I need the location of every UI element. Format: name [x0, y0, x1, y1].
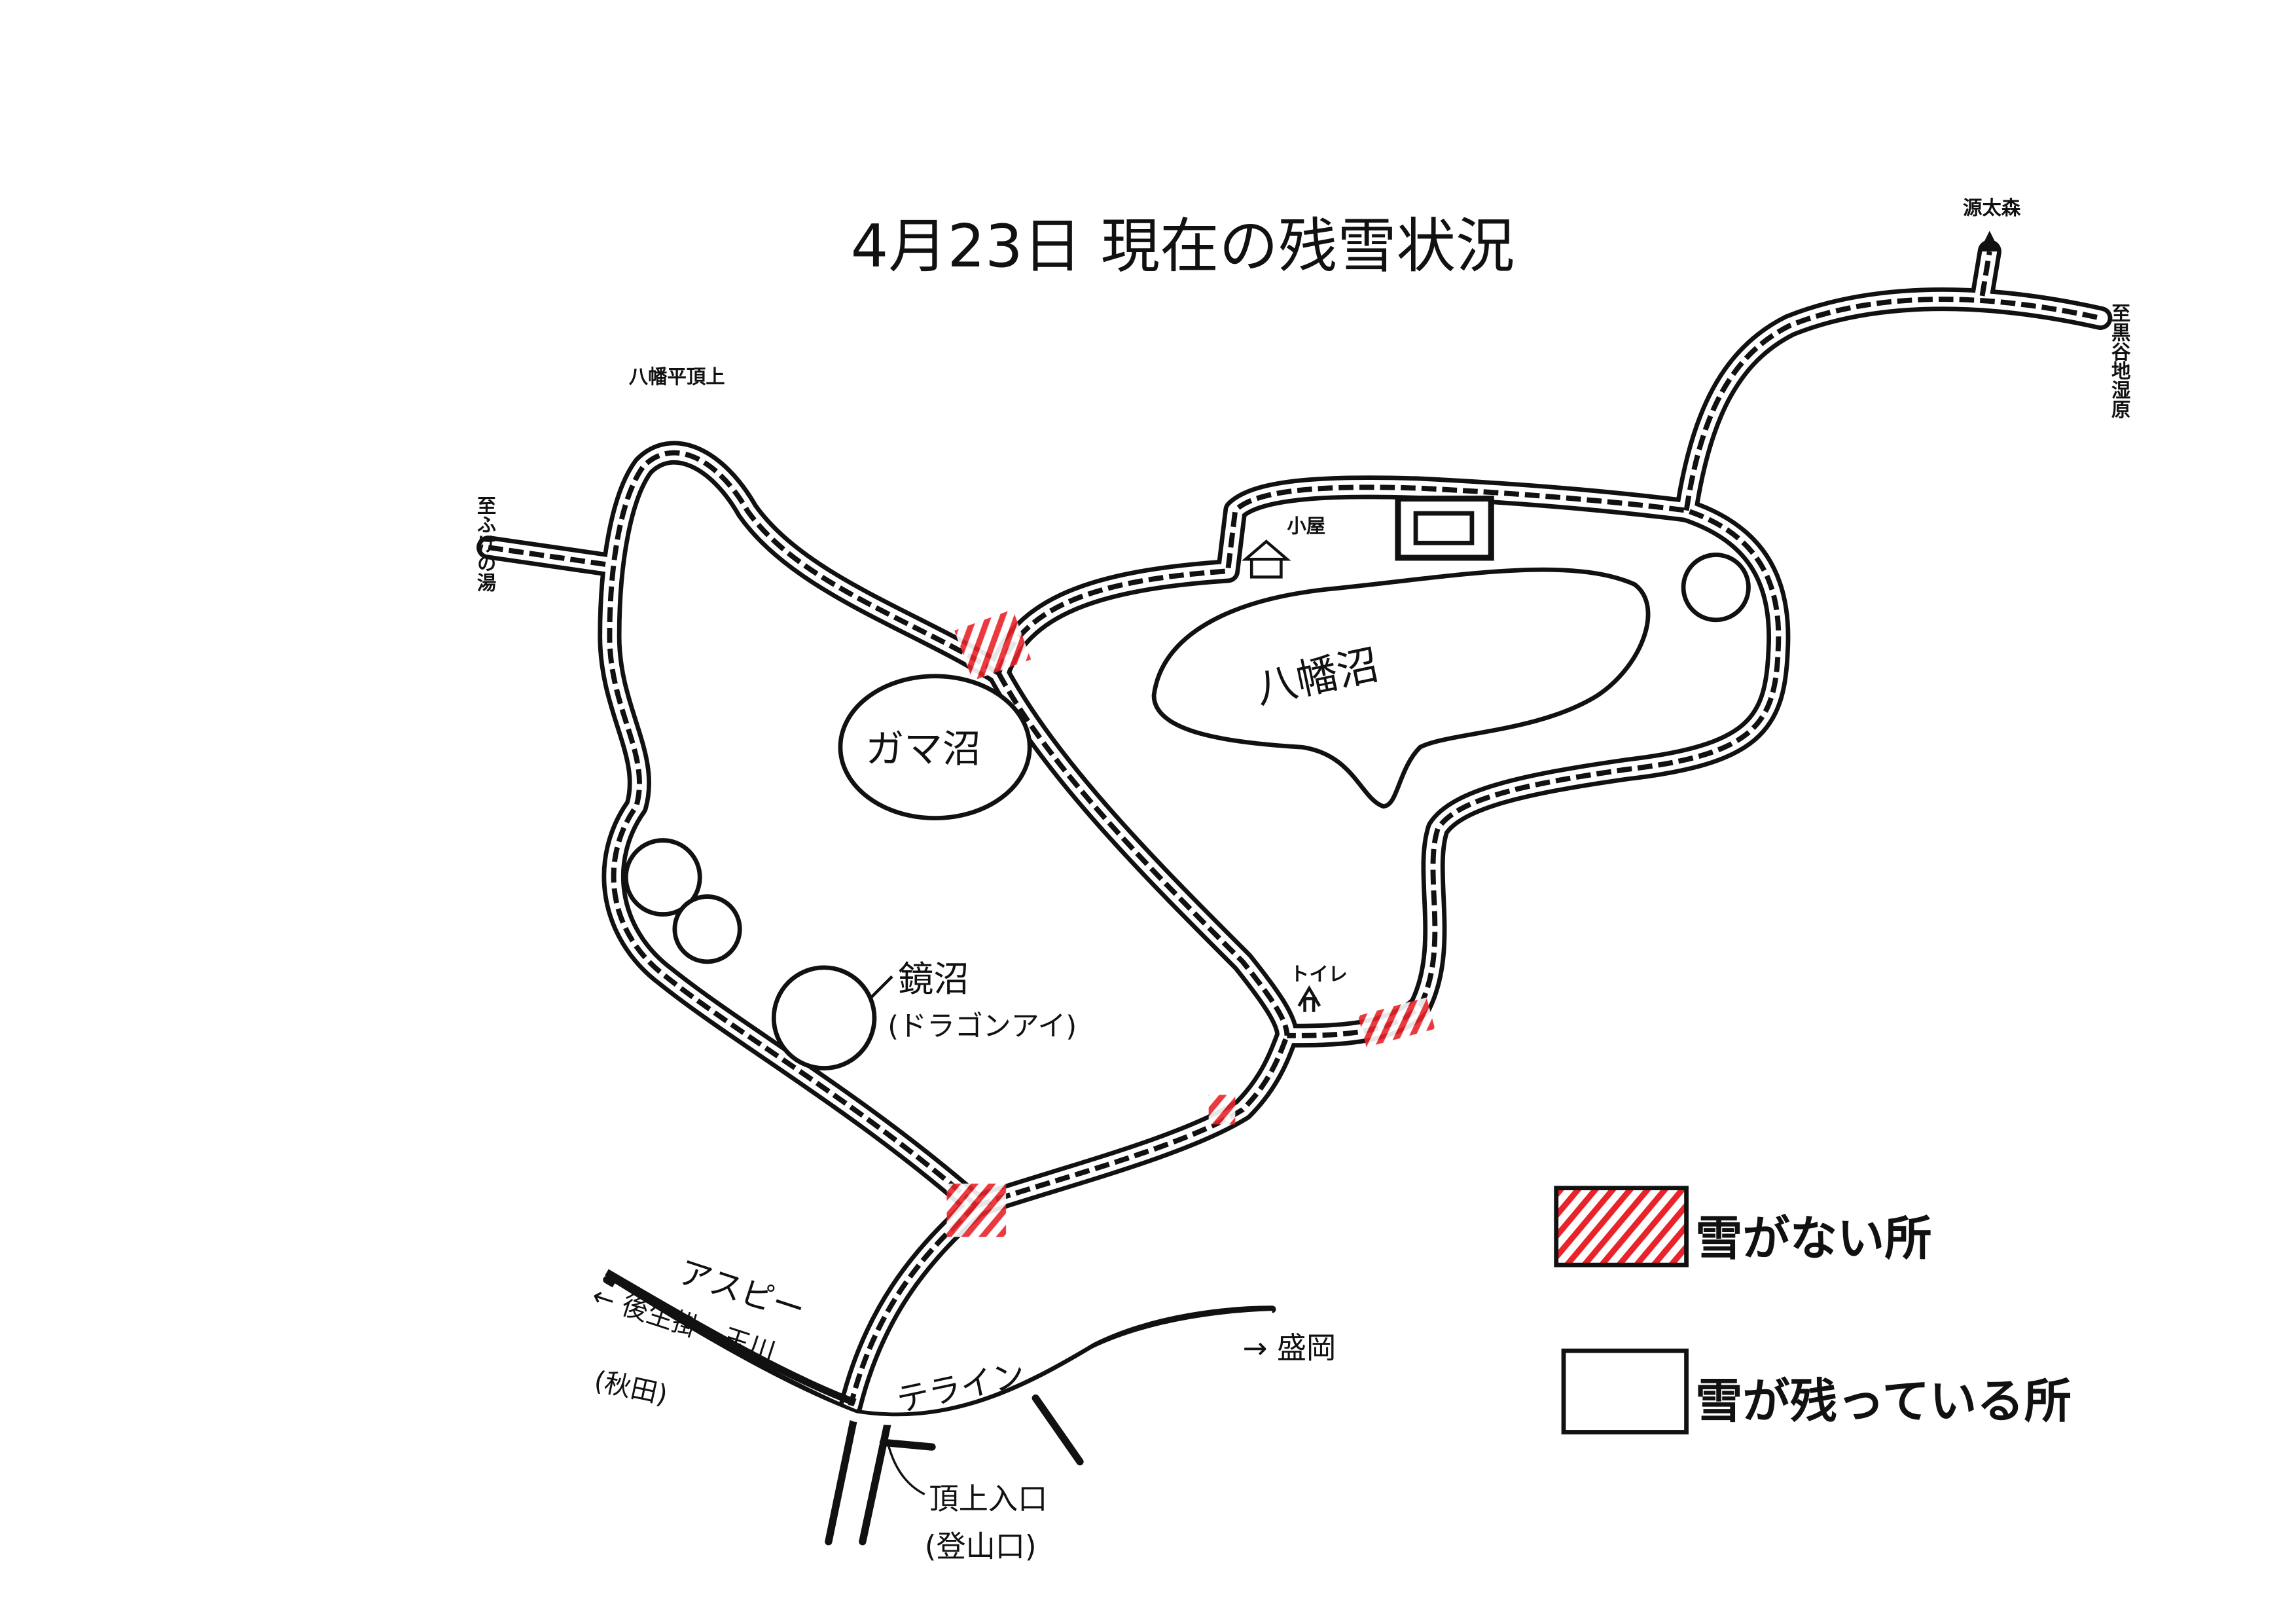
legend: 雪がない所 雪が残っている所 — [1554, 1186, 2072, 1434]
legend-swatch-snow-free — [1554, 1186, 1689, 1267]
label-dragon-eye: (ドラゴンアイ) — [888, 1010, 1077, 1043]
label-summit: 八幡平頂上 — [629, 365, 725, 388]
toilet-icon — [1297, 985, 1321, 1012]
legend-label-snow-free: 雪がない所 — [1695, 1211, 1931, 1266]
small-pond — [1681, 553, 1751, 623]
label-fukenoyu: 至ふけの湯 — [475, 496, 497, 592]
label-toilet: トイレ — [1290, 963, 1348, 985]
arrow-up-icon — [1979, 230, 2000, 252]
ponds — [623, 553, 1751, 1070]
map-title: 4月23日 現在の残雪状況 — [851, 212, 1515, 281]
trail-north — [1687, 299, 2101, 511]
hachimantai-pond — [1151, 567, 1651, 809]
snow-free-patch — [1208, 1095, 1236, 1125]
label-tozanguchi: (登山口) — [925, 1529, 1037, 1563]
leader-line — [869, 975, 893, 1000]
road-inner — [610, 1283, 1273, 1425]
snow-free-patch — [954, 609, 1031, 681]
leader-line — [886, 1442, 925, 1495]
hut-icon — [1242, 539, 1291, 579]
label-kagami-pond: 鏡沼 — [898, 958, 969, 1000]
gama-pond — [838, 674, 1032, 821]
label-hut: 小屋 — [1287, 515, 1325, 538]
label-trailhead: 頂上入口 — [929, 1482, 1048, 1516]
small-pond — [623, 838, 702, 917]
snow-free-patch — [946, 1183, 1007, 1237]
road-edge — [605, 1269, 857, 1406]
label-gentamori: 源太森 — [1963, 197, 2021, 219]
label-gama-pond: ガマ沼 — [865, 726, 980, 771]
label-kurodani: 至黒谷地湿原 — [2109, 303, 2131, 419]
snow-free-patch — [1357, 997, 1435, 1048]
legend-label-snow-remaining: 雪が残っている所 — [1695, 1374, 2072, 1429]
legend-swatch-snow-remaining — [1561, 1348, 1689, 1434]
rest-house-building — [1395, 496, 1494, 561]
rest-house-inner — [1413, 511, 1475, 545]
label-morioka: → 盛岡 — [1243, 1330, 1336, 1365]
small-pond — [672, 894, 742, 964]
kagami-pond — [771, 965, 877, 1070]
snow-free-patches — [946, 609, 1435, 1237]
label-akita: (秋田) — [592, 1364, 671, 1410]
